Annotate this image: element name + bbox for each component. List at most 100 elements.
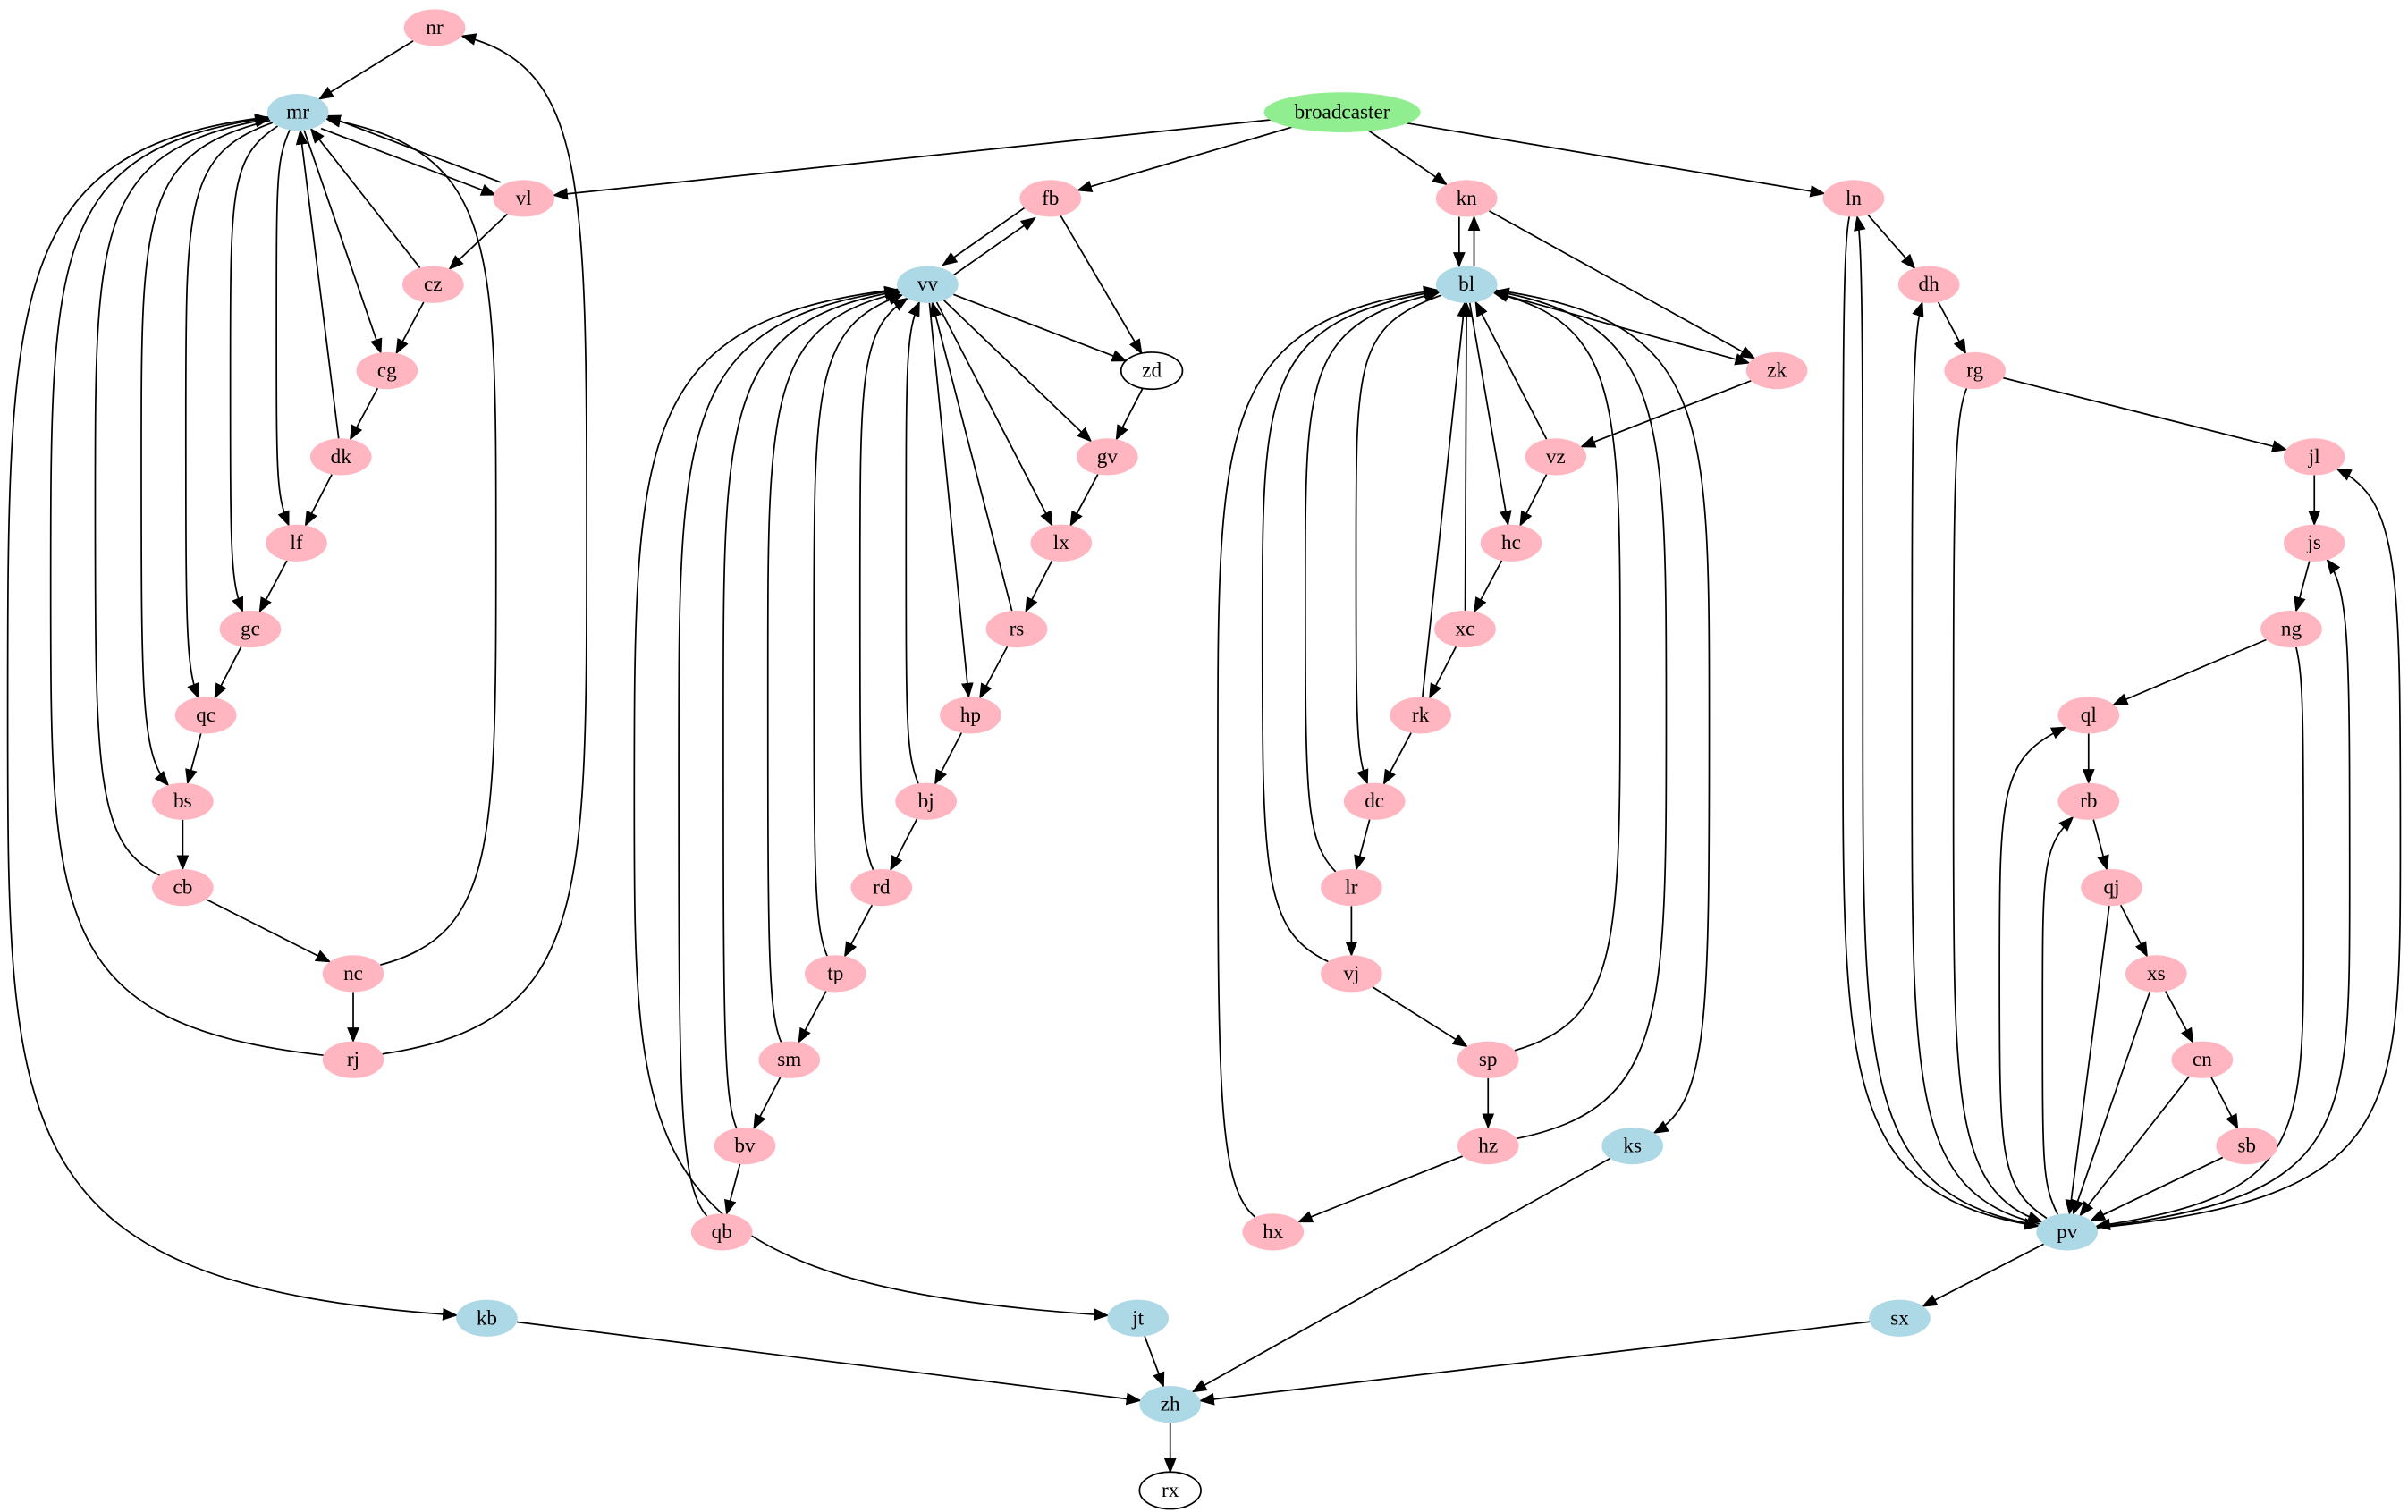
node-qj[interactable]: qj [2081,868,2142,907]
edge-bl-to-ks [1495,289,1711,1134]
edge-lr-to-bl [1304,289,1441,873]
node-shape-rb [2057,782,2120,820]
node-ks[interactable]: ks [1601,1127,1664,1165]
node-vj[interactable]: vj [1321,955,1382,993]
node-shape-rd [850,868,913,907]
edge-cb-to-mr [94,114,271,876]
node-vl[interactable]: vl [493,180,555,217]
node-cz[interactable]: cz [401,266,464,303]
node-qc[interactable]: qc [174,697,237,734]
node-label: xs [2147,962,2166,985]
node-label: fb [1042,187,1059,210]
edge-mr-to-bs [140,119,271,787]
node-sm[interactable]: sm [758,1041,821,1078]
node-rb[interactable]: rb [2057,782,2120,820]
node-label: cz [424,273,443,296]
node-cn[interactable]: cn [2171,1041,2234,1078]
node-dk[interactable]: dk [309,438,372,476]
node-shape-zk [1745,351,1808,390]
node-rg[interactable]: rg [1944,351,2007,390]
node-shape-sm [758,1041,821,1078]
edge-bl-to-zk [1494,291,1751,366]
node-label: sp [1479,1048,1498,1071]
node-jl[interactable]: jl [2283,438,2345,476]
node-gv[interactable]: gv [1076,438,1138,476]
node-gc[interactable]: gc [219,610,282,648]
node-vv[interactable]: vv [897,266,959,303]
edge-mr-to-cg [303,130,383,354]
node-js[interactable]: js [2283,524,2345,562]
node-bs[interactable]: bs [152,782,214,820]
node-ng[interactable]: ng [2260,610,2322,648]
node-sb[interactable]: sb [2216,1127,2278,1165]
node-label: zk [1767,359,1787,383]
node-lf[interactable]: lf [266,524,327,562]
node-bl[interactable]: bl [1435,266,1498,303]
node-label: pv [2057,1221,2078,1244]
node-shape-lf [266,524,327,562]
node-mr[interactable]: mr [266,93,329,131]
node-cg[interactable]: cg [356,351,418,390]
node-bj[interactable]: bj [895,782,957,820]
edge-bl-to-dc [1355,294,1442,785]
node-sp[interactable]: sp [1457,1041,1519,1078]
node-kb[interactable]: kb [456,1299,518,1337]
node-ln[interactable]: ln [1822,180,1885,217]
node-vz[interactable]: vz [1525,438,1587,476]
node-rs[interactable]: rs [985,610,1048,648]
edge-cz-to-cg [395,301,425,355]
node-sx[interactable]: sx [1869,1299,1931,1337]
edge-qj-to-xs [2119,904,2148,958]
node-hz[interactable]: hz [1457,1127,1519,1165]
node-bv[interactable]: bv [714,1127,776,1165]
node-label: vl [516,187,532,210]
node-cb[interactable]: cb [152,868,214,907]
node-rd[interactable]: rd [850,868,913,907]
node-fb[interactable]: fb [1019,180,1082,217]
node-pv[interactable]: pv [2036,1213,2099,1251]
edge-pv-to-dh [1911,300,2040,1225]
node-xs[interactable]: xs [2125,955,2187,993]
node-qb[interactable]: qb [690,1213,753,1251]
node-label: cb [173,876,192,900]
edge-qc-to-bs [185,733,202,785]
edge-rd-to-tp [844,904,874,958]
node-kn[interactable]: kn [1435,180,1498,217]
edge-rk-to-dc [1382,732,1412,786]
edge-vv-to-hp [928,302,974,699]
edge-pv-to-jl [2097,468,2402,1229]
edge-sx-to-zh [1198,1321,1870,1406]
node-zk[interactable]: zk [1745,351,1808,390]
node-rj[interactable]: rj [322,1041,384,1078]
node-shape-ks [1601,1127,1664,1165]
node-rx[interactable]: rx [1138,1471,1202,1510]
node-shape-rs [985,610,1048,648]
node-dc[interactable]: dc [1343,782,1406,820]
node-shape-xc [1434,610,1496,648]
node-shape-rx [1138,1471,1202,1510]
node-zd[interactable]: zd [1120,351,1184,391]
node-label: rs [1010,618,1025,641]
node-hp[interactable]: hp [940,697,1001,734]
node-lx[interactable]: lx [1030,524,1093,562]
node-tp[interactable]: tp [804,955,866,993]
node-shape-dc [1343,782,1406,820]
node-lr[interactable]: lr [1321,868,1382,907]
node-dh[interactable]: dh [1897,266,1960,303]
node-hx[interactable]: hx [1242,1213,1305,1251]
node-xc[interactable]: xc [1434,610,1496,648]
edge-qj-to-pv [2065,906,2110,1216]
edge-tp-to-sm [798,991,827,1044]
node-hc[interactable]: hc [1480,524,1542,562]
node-shape-gv [1076,438,1138,476]
node-jt[interactable]: jt [1107,1299,1169,1337]
edge-qb-to-vv [678,285,900,1217]
node-rk[interactable]: rk [1390,697,1452,734]
edge-pv-to-ql [1998,726,2067,1220]
node-label: bj [918,790,934,813]
node-broadcaster[interactable]: broadcaster [1263,92,1421,132]
node-ql[interactable]: ql [2057,697,2120,734]
node-nr[interactable]: nr [403,9,466,46]
node-nc[interactable]: nc [322,955,384,993]
node-zh[interactable]: zh [1139,1385,1202,1423]
